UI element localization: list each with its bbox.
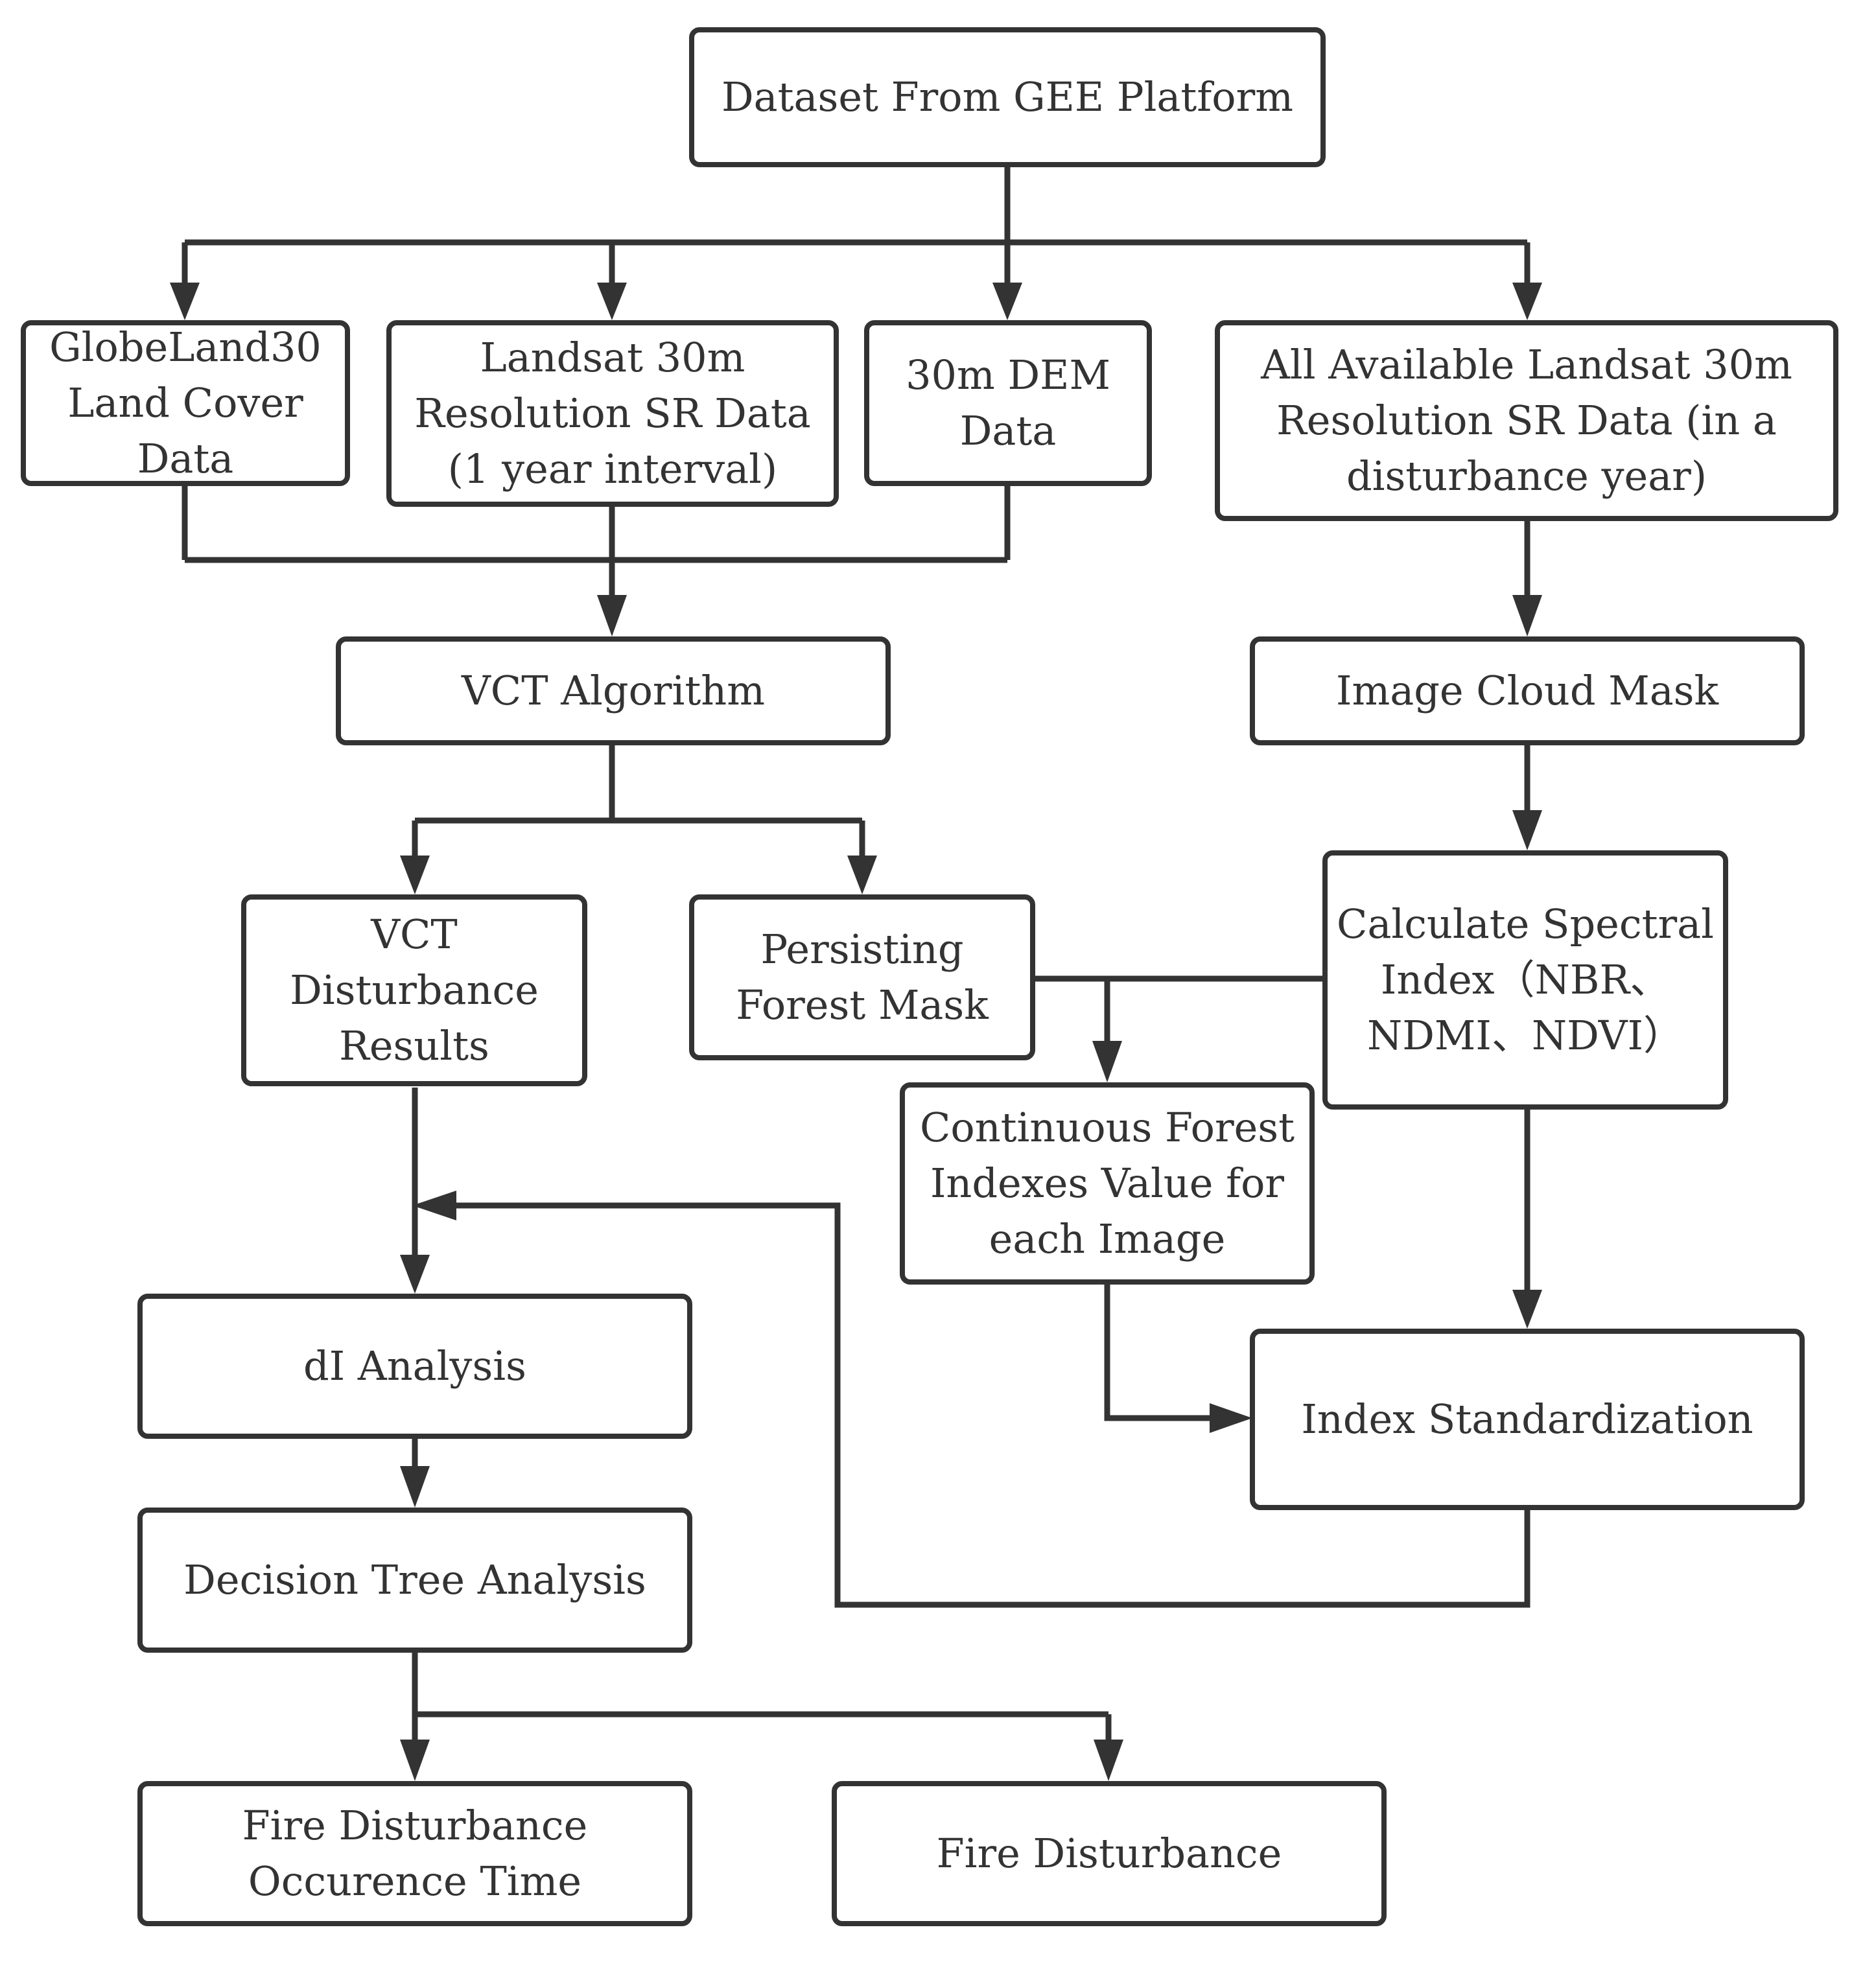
- arrowhead-vct-results: [400, 856, 430, 894]
- node-label-line: each Image: [989, 1215, 1226, 1263]
- node-label-line: Fire Disturbance: [242, 1802, 588, 1849]
- node-label-line: Disturbance: [290, 966, 539, 1014]
- node-label-line: dI Analysis: [303, 1342, 526, 1390]
- arrowhead-dataset-globeland: [170, 283, 200, 320]
- arrowhead-dataset-dem: [992, 283, 1022, 320]
- node-fire-disturbance: Fire Disturbance: [832, 1781, 1387, 1926]
- arrowhead-continuous: [1092, 1041, 1122, 1082]
- arrowhead-all-landsat-cloud: [1512, 595, 1542, 636]
- node-label-line: VCT: [371, 911, 458, 958]
- node-label-line: Results: [339, 1022, 489, 1069]
- arrowhead-di: [400, 1255, 430, 1294]
- node-index-standardization: Index Standardization: [1250, 1329, 1805, 1510]
- node-label-line: Resolution SR Data: [414, 390, 811, 437]
- node-label-line: Decision Tree Analysis: [183, 1556, 646, 1603]
- node-di-analysis: dI Analysis: [137, 1294, 692, 1439]
- node-label-line: disturbance year): [1346, 452, 1707, 500]
- line-feedback-loop: [454, 1202, 1530, 1608]
- node-label-line: Land Cover: [67, 379, 303, 426]
- line-continuous-to-standardization: [1104, 1282, 1212, 1421]
- node-decision-tree-analysis: Decision Tree Analysis: [137, 1508, 692, 1653]
- node-label-line: Occurence Time: [248, 1858, 582, 1905]
- arrowhead-merge-vct: [597, 595, 627, 636]
- arrowhead-standardization-left: [1210, 1403, 1252, 1433]
- arrowhead-cloud-spectral: [1512, 810, 1542, 850]
- node-label-line: Persisting: [760, 926, 964, 973]
- node-dataset-from-gee: Dataset From GEE Platform: [689, 27, 1326, 167]
- node-label-line: VCT Algorithm: [462, 667, 765, 714]
- node-label-line: Indexes Value for: [930, 1159, 1285, 1207]
- node-label-line: (1 year interval): [447, 445, 778, 493]
- node-label-line: Continuous Forest: [919, 1104, 1295, 1151]
- node-label-line: Resolution SR Data (in a: [1276, 397, 1777, 444]
- node-label-line: Image Cloud Mask: [1335, 667, 1719, 714]
- node-label-line: Data: [137, 435, 234, 482]
- arrowhead-dataset-all-landsat: [1512, 283, 1542, 320]
- node-label-line: Forest Mask: [736, 981, 989, 1029]
- node-label-line: All Available Landsat 30m: [1261, 341, 1792, 388]
- node-label-line: Landsat 30m: [480, 334, 745, 381]
- node-label-line: Calculate Spectral: [1337, 900, 1714, 948]
- node-label-line: GlobeLand30: [49, 323, 322, 371]
- node-label-line: Index（NBR、: [1380, 956, 1671, 1003]
- arrowhead-dataset-landsat: [597, 283, 627, 320]
- node-dem-data: 30m DEM Data: [864, 320, 1152, 486]
- node-label-line: Index Standardization: [1301, 1395, 1753, 1443]
- node-image-cloud-mask: Image Cloud Mask: [1250, 636, 1805, 745]
- node-label-line: Dataset From GEE Platform: [721, 73, 1294, 121]
- arrowhead-fire-time: [400, 1740, 430, 1781]
- node-label-line: NDMI、NDVI）: [1366, 1012, 1684, 1059]
- node-label-line: Data: [959, 407, 1057, 454]
- arrowhead-forest-mask: [847, 856, 877, 894]
- node-vct-algorithm: VCT Algorithm: [336, 636, 891, 745]
- arrowhead-feedback: [412, 1191, 456, 1220]
- node-label-line: Fire Disturbance: [936, 1830, 1282, 1877]
- arrowhead-fire-disturbance: [1094, 1740, 1123, 1781]
- arrowhead-standardization-top: [1512, 1290, 1542, 1329]
- arrowhead-decision: [400, 1466, 430, 1508]
- node-label-line: 30m DEM: [906, 351, 1110, 399]
